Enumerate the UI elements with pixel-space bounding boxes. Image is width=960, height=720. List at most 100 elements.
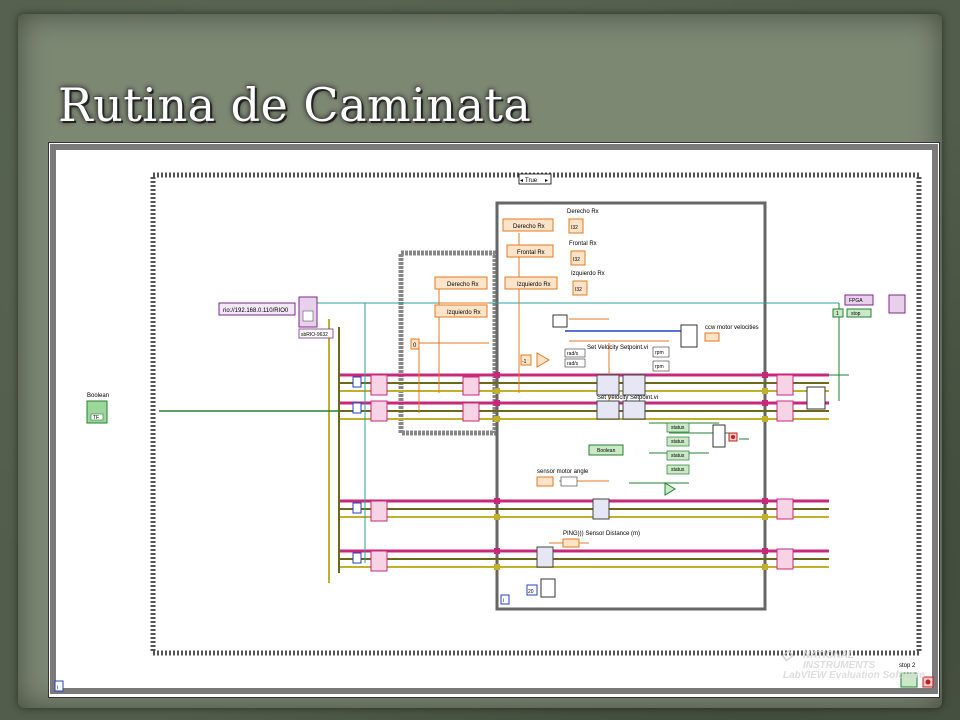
or-compound-node[interactable] (712, 424, 726, 448)
svg-text:rad/s: rad/s (567, 361, 579, 367)
svg-text:rpm: rpm (655, 364, 664, 370)
case-right-arrow[interactable]: ▸ (545, 178, 548, 184)
boolean-control-value: TF (93, 415, 99, 421)
svg-text:status: status (671, 467, 685, 473)
derecho-local-variable[interactable] (434, 276, 488, 290)
izquierdo-rx-label: Izquierdo Rx (571, 271, 605, 277)
svg-text:i: i (57, 685, 58, 691)
rpm-box-2 (652, 360, 670, 372)
seq-io-node-1[interactable] (462, 376, 480, 396)
izquierdo-rx-read-label: Izquierdo Rx (517, 282, 551, 288)
frontal-rx-label: Frontal Rx (569, 241, 597, 247)
outer-while-loop[interactable] (50, 144, 938, 694)
neg-one-constant[interactable] (520, 354, 532, 366)
build-array-node[interactable] (680, 324, 698, 348)
ni-logo-icon: ⬦ (781, 647, 793, 664)
zero-constant[interactable] (410, 338, 420, 350)
derecho-rx-read-variable[interactable] (502, 218, 554, 232)
rad-s-box-1 (564, 348, 586, 358)
fpga-address-text: rio://192.168.0.110/RIO0 (223, 308, 289, 314)
svg-text:status: status (671, 453, 685, 459)
derecho-rx-label: Derecho Rx (567, 209, 599, 215)
ping-sensor-label: PING))) Sensor Distance (m) (563, 531, 640, 537)
wait-constant[interactable] (526, 584, 538, 596)
svg-text:rpm: rpm (655, 350, 664, 356)
boolean-local-variable[interactable] (588, 444, 624, 456)
fpga-ref-label: FPGA (849, 298, 863, 304)
set-velocity-vi-2[interactable] (622, 374, 646, 396)
boolean-control-label: Boolean (87, 393, 109, 399)
ccw-indicator (704, 332, 720, 342)
izquierdo-local-variable[interactable] (434, 304, 488, 318)
svg-text:I32: I32 (575, 287, 582, 293)
stop-local-label: stop (851, 311, 861, 317)
target-label: sbRIO-9632 (301, 332, 328, 338)
slide-title: Rutina de Caminata (58, 78, 532, 132)
fpga-close-nodes-right[interactable] (776, 374, 794, 570)
seq-io-node-2[interactable] (462, 402, 480, 422)
fpga-io-nodes-left[interactable] (370, 374, 388, 572)
select-node[interactable] (552, 314, 568, 328)
boolean-local-label: Boolean (597, 448, 616, 454)
sensor-motor-angle-control[interactable] (536, 476, 554, 487)
fpga-ref-node[interactable] (844, 294, 874, 306)
case-left-arrow[interactable]: ◂ (520, 178, 523, 184)
sensor-motor-angle-label: sensor motor angle (537, 469, 589, 475)
labview-block-diagram: True ◂ ▸ (48, 142, 940, 698)
set-velocity-vi-1[interactable] (596, 374, 620, 396)
target-label-box (298, 328, 334, 339)
outer-loop-iteration (54, 680, 64, 692)
svg-text:status: status (671, 439, 685, 445)
close-fpga-ref-node[interactable] (888, 294, 906, 314)
svg-text:status: status (671, 425, 685, 431)
neg-one-value: -1 (522, 359, 527, 365)
rpm-box-1 (652, 346, 670, 358)
merge-errors-node[interactable] (806, 386, 826, 410)
set-velocity-label-1: Set Velocity Setpoint.vi (587, 345, 648, 351)
set-velocity-label-2: Set Velocity Setpoint.vi (597, 395, 658, 401)
fpga-address-constant[interactable] (218, 302, 296, 316)
sequence-structure[interactable] (398, 250, 498, 436)
stop2-label: stop 2 (899, 663, 916, 669)
conversion-node[interactable] (560, 476, 578, 487)
derecho-rx-read-label: Derecho Rx (513, 224, 545, 230)
set-velocity-vi-4[interactable] (622, 400, 646, 420)
case-structure[interactable] (150, 172, 922, 656)
ccw-motor-velocities-label: ccw motor velocities (705, 325, 759, 331)
frontal-rx-read-label: Frontal Rx (517, 250, 545, 256)
wait-ms-node[interactable] (540, 578, 556, 598)
svg-text:I32: I32 (573, 257, 580, 263)
constant-one[interactable] (832, 308, 844, 318)
index-constants (352, 376, 362, 564)
stop-local[interactable] (846, 308, 872, 318)
status-group: status status status status (666, 422, 690, 475)
frontal-rx-indicator (570, 250, 586, 266)
derecho-local-label: Derecho Rx (447, 282, 479, 288)
svg-text:rad/s: rad/s (567, 351, 579, 357)
ping-sensor-read-node[interactable] (536, 546, 554, 568)
izquierdo-rx-read-variable[interactable] (504, 276, 558, 290)
set-velocity-vi-3[interactable] (596, 400, 620, 420)
not-node[interactable] (664, 482, 676, 496)
derecho-rx-indicator (568, 218, 584, 234)
ping-distance-indicator (562, 538, 580, 548)
svg-text:I32: I32 (571, 225, 578, 231)
izquierdo-rx-indicator (572, 280, 588, 296)
multiply-node[interactable] (536, 352, 550, 368)
inner-loop-iteration (500, 594, 510, 605)
stop2-button[interactable] (900, 672, 918, 688)
svg-text:i: i (503, 598, 504, 604)
izquierdo-local-label: Izquierdo Rx (447, 310, 481, 316)
case-selector[interactable] (518, 173, 552, 185)
labview-evaluation-watermark: ⬦ NATIONAL INSTRUMENTS LabVIEW Evaluatio… (781, 647, 925, 681)
case-selector-label: True (525, 178, 538, 184)
block-diagram-canvas: True ◂ ▸ (50, 144, 938, 694)
zero-constant-value: 0 (413, 343, 417, 349)
write-angle-node[interactable] (592, 498, 610, 520)
rad-s-box-2 (564, 358, 586, 368)
wires (159, 233, 849, 583)
wait-constant-value: 20 (528, 589, 534, 595)
frontal-rx-read-variable[interactable] (506, 244, 554, 258)
constant-one-value: 1 (836, 311, 839, 317)
loop-tunnels (494, 372, 768, 570)
